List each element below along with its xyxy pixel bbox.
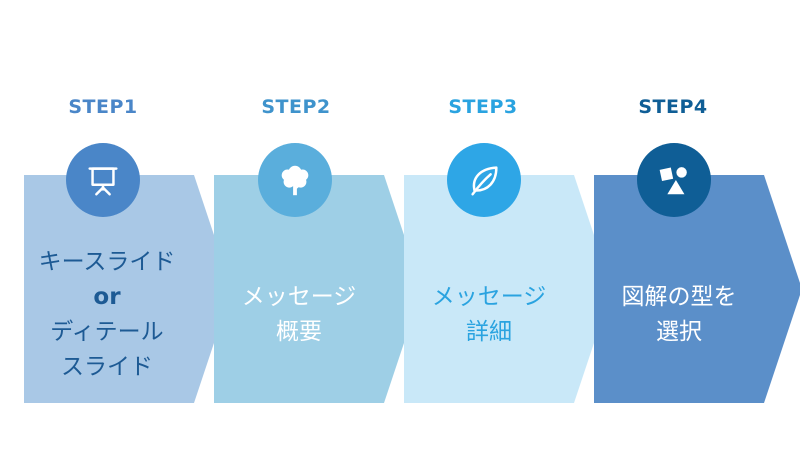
- leaf-icon: [471, 166, 498, 196]
- step1-text-line2: or: [93, 284, 121, 310]
- tree-icon: [281, 165, 309, 196]
- step1-circle: [66, 143, 140, 217]
- step1-arrow: [24, 175, 232, 403]
- step1-text-line1: キースライド: [38, 249, 176, 275]
- step1-label: STEP1: [68, 96, 138, 118]
- step3-text: メッセージ 詳細: [404, 280, 574, 350]
- step3-text-line2: 詳細: [466, 319, 512, 345]
- step2-text-line2: 概要: [276, 319, 322, 345]
- step3-arrow: [404, 175, 612, 403]
- step1-text-line3: ディテール: [50, 319, 164, 345]
- step2-text-line1: メッセージ: [241, 284, 357, 310]
- step2-circle: [258, 143, 332, 217]
- step4-circle: [637, 143, 711, 217]
- step2-text: メッセージ 概要: [214, 280, 384, 350]
- step2-label: STEP2: [261, 96, 331, 118]
- step1-text-line4: スライド: [61, 354, 153, 380]
- step4-text: 図解の型を 選択: [594, 280, 764, 350]
- step4-label: STEP4: [638, 96, 708, 118]
- step4-arrow: [594, 175, 800, 403]
- step1-text: キースライド or ディテール スライド: [22, 245, 192, 385]
- presentation-board-icon: [88, 167, 118, 196]
- step2-arrow: [214, 175, 422, 403]
- step4-text-line1: 図解の型を: [621, 284, 737, 310]
- step3-label: STEP3: [448, 96, 518, 118]
- step4-text-line2: 選択: [656, 319, 702, 345]
- step3-text-line1: メッセージ: [431, 284, 547, 310]
- shapes-icon: [659, 167, 687, 195]
- step3-circle: [447, 143, 521, 217]
